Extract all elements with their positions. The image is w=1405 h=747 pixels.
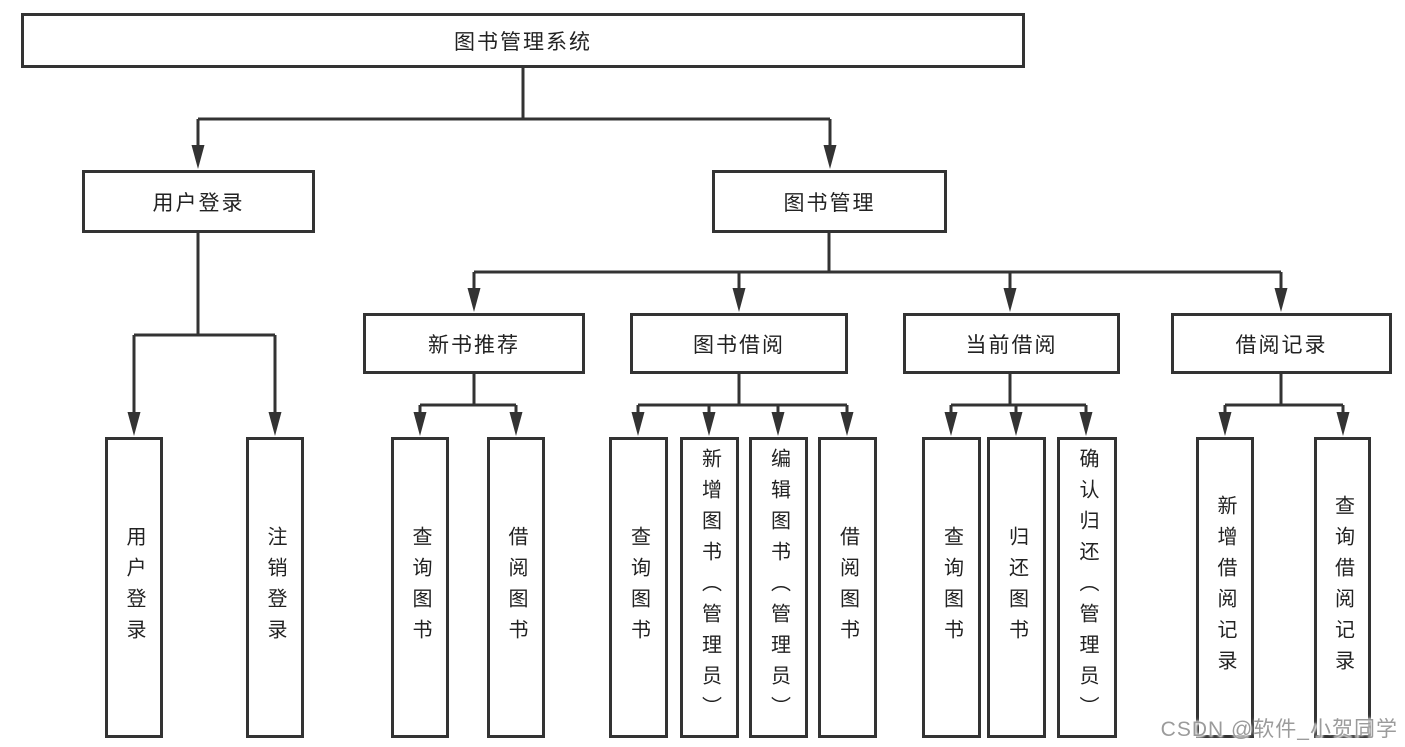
node-user-login: 用户登录 (82, 170, 315, 233)
leaf-confirm-return-admin: 确认归还（管理员） (1057, 437, 1117, 738)
leaf-logout: 注销登录 (246, 437, 304, 738)
leaf-add-borrow-record: 新增借阅记录 (1196, 437, 1254, 738)
leaf-borrow-books-recommend: 借阅图书 (487, 437, 545, 738)
node-book-borrowing: 图书借阅 (630, 313, 848, 374)
leaf-borrow-books-borrowing: 借阅图书 (818, 437, 877, 738)
node-current-borrowing: 当前借阅 (903, 313, 1120, 374)
leaf-query-books-current: 查询图书 (922, 437, 981, 738)
leaf-query-books-recommend: 查询图书 (391, 437, 449, 738)
leaf-edit-book-admin: 编辑图书（管理员） (749, 437, 808, 738)
leaf-user-login: 用户登录 (105, 437, 163, 738)
node-new-book-recommendation: 新书推荐 (363, 313, 585, 374)
leaf-return-books: 归还图书 (987, 437, 1046, 738)
node-borrowing-records: 借阅记录 (1171, 313, 1392, 374)
node-root-library-system: 图书管理系统 (21, 13, 1025, 68)
leaf-query-books-borrowing: 查询图书 (609, 437, 668, 738)
node-book-management: 图书管理 (712, 170, 947, 233)
leaf-query-borrow-record: 查询借阅记录 (1314, 437, 1371, 738)
leaf-add-book-admin: 新增图书（管理员） (680, 437, 739, 738)
csdn-watermark: CSDN @软件_小贺同学 (1160, 718, 1398, 741)
